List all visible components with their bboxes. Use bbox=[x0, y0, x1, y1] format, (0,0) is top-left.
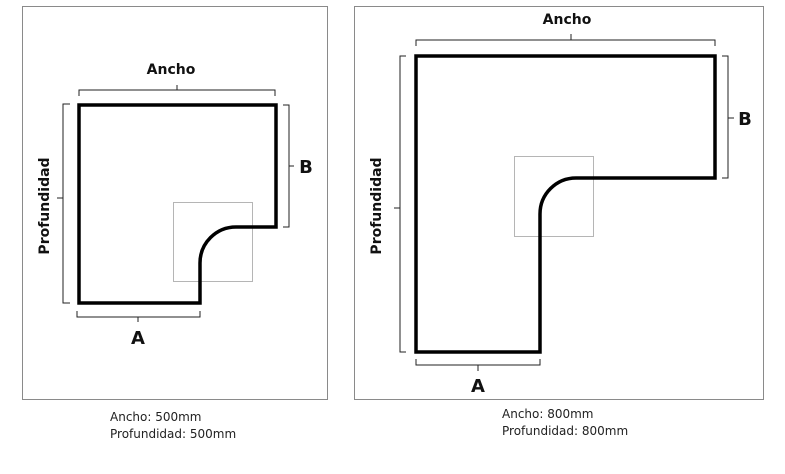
ancho-bracket bbox=[415, 34, 716, 46]
caption-500: Ancho: 500mm Profundidad: 500mm bbox=[110, 409, 236, 443]
diagram-frame bbox=[354, 6, 764, 400]
desk-outline bbox=[77, 103, 278, 305]
caption-ancho: Ancho: 500mm bbox=[110, 410, 202, 424]
caption-ancho: Ancho: 800mm bbox=[502, 407, 594, 421]
caption-profundidad: Profundidad: 800mm bbox=[502, 424, 629, 438]
a-label: A bbox=[471, 376, 485, 397]
a-label: A bbox=[131, 328, 145, 349]
caption-800: Ancho: 800mm Profundidad: 800mm bbox=[502, 406, 628, 440]
diagram-800: Ancho Profundidad B A bbox=[354, 6, 764, 400]
caption-profundidad: Profundidad: 500mm bbox=[110, 427, 237, 441]
b-bracket bbox=[722, 55, 734, 179]
b-label: B bbox=[299, 157, 313, 178]
corner-highlight-box bbox=[173, 202, 253, 282]
ancho-label: Ancho bbox=[147, 62, 196, 78]
desk-outline bbox=[414, 54, 717, 354]
profundidad-label: Profundidad bbox=[37, 157, 53, 254]
ancho-label: Ancho bbox=[543, 12, 592, 28]
a-bracket bbox=[76, 311, 201, 322]
profundidad-label: Profundidad bbox=[369, 157, 385, 254]
diagram-500: Ancho Profundidad B A bbox=[22, 6, 328, 400]
a-bracket bbox=[415, 359, 541, 371]
corner-highlight-box bbox=[514, 156, 594, 237]
b-label: B bbox=[738, 109, 752, 130]
b-bracket bbox=[283, 104, 294, 228]
ancho-bracket bbox=[78, 85, 276, 96]
profundidad-bracket bbox=[394, 55, 406, 353]
profundidad-bracket bbox=[57, 103, 70, 304]
